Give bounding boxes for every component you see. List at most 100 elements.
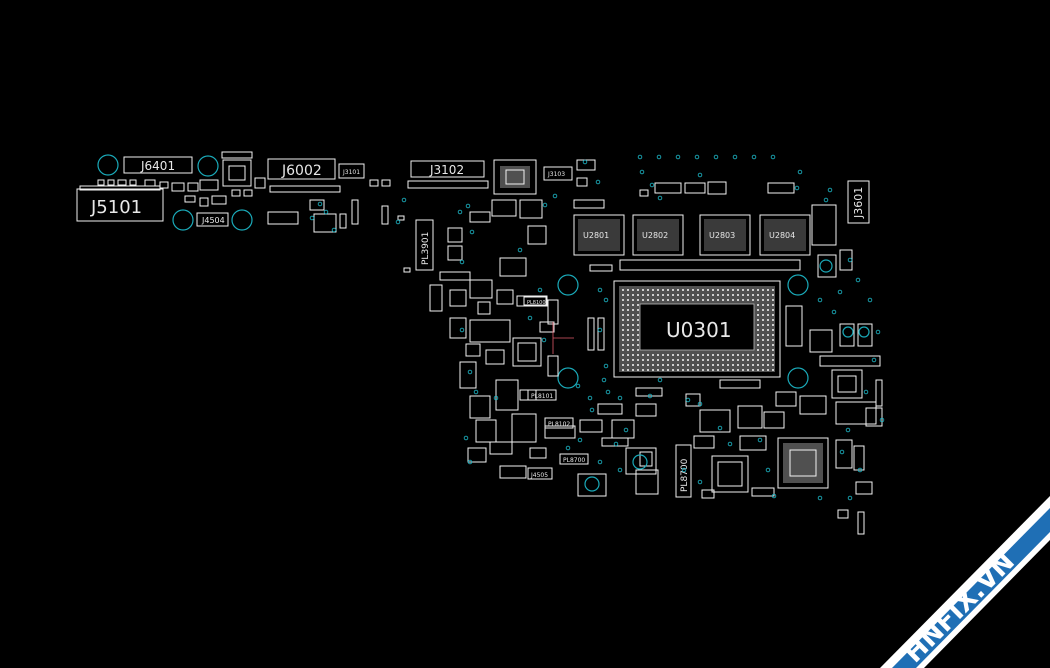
via: [527, 315, 533, 321]
bga-ball: [762, 349, 764, 351]
chip-U7000[interactable]: [777, 437, 829, 489]
inductor-PL8700[interactable]: PL8700: [675, 444, 692, 498]
memory-U2802[interactable]: U2802: [632, 214, 684, 256]
bga-ball: [772, 304, 774, 306]
connector-J3601[interactable]: J3601: [847, 180, 870, 224]
via: [601, 377, 607, 383]
label-J3103: J3103: [547, 171, 565, 178]
bga-ball: [727, 364, 729, 366]
via: [603, 297, 609, 303]
inductor-PL8100[interactable]: PL8100: [523, 296, 547, 306]
bga-ball: [732, 364, 734, 366]
bga-ball: [632, 289, 634, 291]
label-U2802: U2802: [642, 231, 668, 240]
bga-ball: [737, 364, 739, 366]
via: [459, 327, 465, 333]
bga-ball: [677, 294, 679, 296]
bga-ball: [662, 369, 664, 371]
inductor-PL3901[interactable]: PL3901: [415, 219, 434, 271]
bga-ball: [677, 289, 679, 291]
bga-ball: [772, 324, 774, 326]
bga-ball: [722, 359, 724, 361]
inductor-PL8102[interactable]: PL8102: [544, 417, 574, 429]
bga-ball: [667, 294, 669, 296]
memory-U2804[interactable]: U2804: [759, 214, 811, 256]
via: [697, 479, 703, 485]
bga-ball: [627, 329, 629, 331]
bga-ball: [622, 349, 624, 351]
bga-ball: [767, 369, 769, 371]
bga-ball: [627, 364, 629, 366]
connector-J5101[interactable]: J5101: [76, 185, 164, 222]
bga-ball: [722, 299, 724, 301]
bga-ball: [767, 349, 769, 351]
bga-ball: [707, 359, 709, 361]
bga-ball: [687, 364, 689, 366]
via: [542, 202, 548, 208]
bga-ball: [747, 369, 749, 371]
bga-ball: [687, 299, 689, 301]
label-PL8101: PL8101: [531, 393, 553, 400]
bga-ball: [707, 289, 709, 291]
bga-ball: [652, 369, 654, 371]
memory-U2803[interactable]: U2803: [699, 214, 751, 256]
bga-ball: [652, 294, 654, 296]
bga-ball: [667, 299, 669, 301]
via: [751, 154, 757, 160]
cpu-U0301[interactable]: U0301: [613, 280, 781, 378]
bga-ball: [762, 329, 764, 331]
bga-ball: [622, 299, 624, 301]
bga-ball: [732, 369, 734, 371]
bga-ball: [657, 359, 659, 361]
connector-J6002[interactable]: J6002: [267, 158, 336, 180]
bga-ball: [772, 359, 774, 361]
bga-ball: [627, 339, 629, 341]
bga-ball: [727, 299, 729, 301]
bga-ball: [662, 354, 664, 356]
bga-ball: [622, 354, 624, 356]
inductor-PL8101[interactable]: PL8101: [527, 389, 557, 401]
bga-ball: [772, 289, 774, 291]
mount-hole: [787, 274, 809, 296]
bga-ball: [702, 299, 704, 301]
bga-ball: [662, 364, 664, 366]
connector-J3103[interactable]: J3103: [543, 166, 573, 181]
via: [823, 197, 829, 203]
bga-ball: [712, 289, 714, 291]
connector-J4505[interactable]: J4505: [527, 467, 553, 480]
bga-ball: [702, 289, 704, 291]
connector-J6401[interactable]: J6401: [123, 156, 193, 174]
bga-ball: [637, 339, 639, 341]
bga-ball: [682, 299, 684, 301]
via: [847, 495, 853, 501]
mount-hole: [557, 274, 579, 296]
chip-U8700[interactable]: [711, 455, 749, 493]
chip-U3100[interactable]: [493, 159, 537, 195]
via: [649, 182, 655, 188]
inductor-PL8700b[interactable]: PL8700: [559, 453, 589, 465]
component-U3601[interactable]: [221, 151, 253, 187]
memory-U2801[interactable]: U2801: [573, 214, 625, 256]
bga-ball: [732, 294, 734, 296]
bga-ball: [762, 314, 764, 316]
bga-ball: [767, 314, 769, 316]
via: [831, 309, 837, 315]
bga-ball: [762, 334, 764, 336]
bga-ball: [697, 359, 699, 361]
mount-hole-small: [858, 326, 870, 338]
bga-ball: [637, 304, 639, 306]
bga-ball: [772, 344, 774, 346]
bga-ball: [757, 314, 759, 316]
connector-J4504[interactable]: J4504: [196, 212, 229, 227]
bga-ball: [642, 299, 644, 301]
bga-ball: [692, 299, 694, 301]
bga-ball: [637, 364, 639, 366]
chip-U5600[interactable]: [831, 369, 863, 399]
connector-J3101[interactable]: J3101: [338, 163, 365, 179]
connector-J3102[interactable]: J3102: [407, 160, 489, 189]
bga-ball: [747, 354, 749, 356]
bga-ball: [762, 354, 764, 356]
bga-ball: [702, 364, 704, 366]
via: [331, 227, 337, 233]
